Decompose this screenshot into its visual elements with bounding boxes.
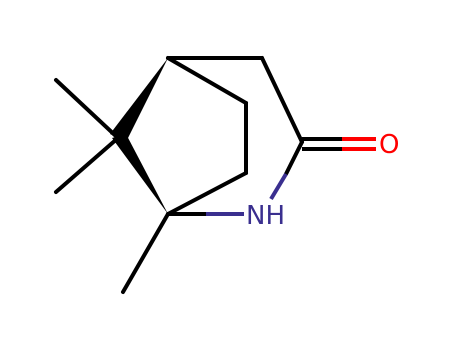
bond-c6-c1 — [166, 56, 248, 105]
bond-c7-c11 — [54, 136, 120, 194]
bond-c7-c10 — [54, 78, 120, 140]
bond-c4-c5 — [166, 171, 248, 216]
bond-c3-n8-hetero — [269, 172, 288, 201]
wedge-bond-c1-c7 — [110, 58, 168, 142]
atom-label-nh: NH — [246, 201, 285, 231]
bond-c4-c12 — [121, 212, 170, 294]
bond-c3-n8 — [284, 140, 304, 176]
wedge-bond-c4-c7 — [112, 134, 168, 214]
bond-c2-c3 — [260, 56, 304, 144]
atom-label-o: O — [379, 130, 399, 160]
